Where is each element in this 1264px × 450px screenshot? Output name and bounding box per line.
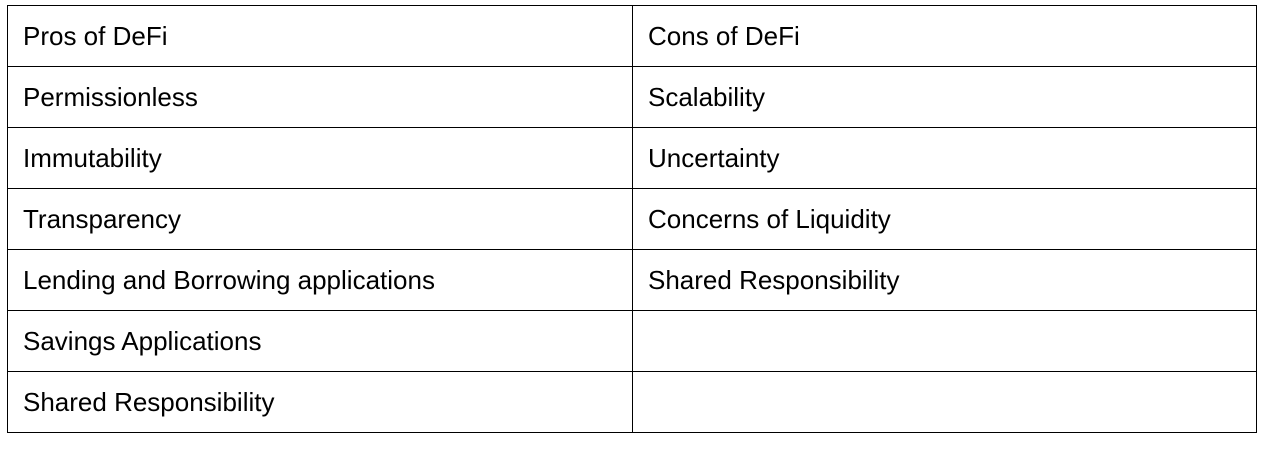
table-row: Transparency Concerns of Liquidity — [7, 188, 1257, 250]
pros-cons-table: Pros of DeFi Cons of DeFi Permissionless… — [7, 5, 1257, 433]
header-pros: Pros of DeFi — [7, 5, 633, 67]
table-row: Savings Applications — [7, 310, 1257, 372]
pros-cell: Immutability — [7, 127, 633, 189]
header-row: Pros of DeFi Cons of DeFi — [7, 5, 1257, 67]
cons-cell: Scalability — [632, 66, 1257, 128]
pros-cell: Transparency — [7, 188, 633, 250]
pros-cell: Permissionless — [7, 66, 633, 128]
table-row: Lending and Borrowing applications Share… — [7, 249, 1257, 311]
table-row: Immutability Uncertainty — [7, 127, 1257, 189]
pros-cell: Lending and Borrowing applications — [7, 249, 633, 311]
pros-cell: Savings Applications — [7, 310, 633, 372]
cons-cell — [632, 310, 1257, 372]
header-cons: Cons of DeFi — [632, 5, 1257, 67]
table-row: Shared Responsibility — [7, 371, 1257, 433]
cons-cell: Concerns of Liquidity — [632, 188, 1257, 250]
cons-cell: Uncertainty — [632, 127, 1257, 189]
cons-cell: Shared Responsibility — [632, 249, 1257, 311]
table-container: Pros of DeFi Cons of DeFi Permissionless… — [7, 5, 1257, 433]
table-row: Permissionless Scalability — [7, 66, 1257, 128]
cons-cell — [632, 371, 1257, 433]
pros-cell: Shared Responsibility — [7, 371, 633, 433]
